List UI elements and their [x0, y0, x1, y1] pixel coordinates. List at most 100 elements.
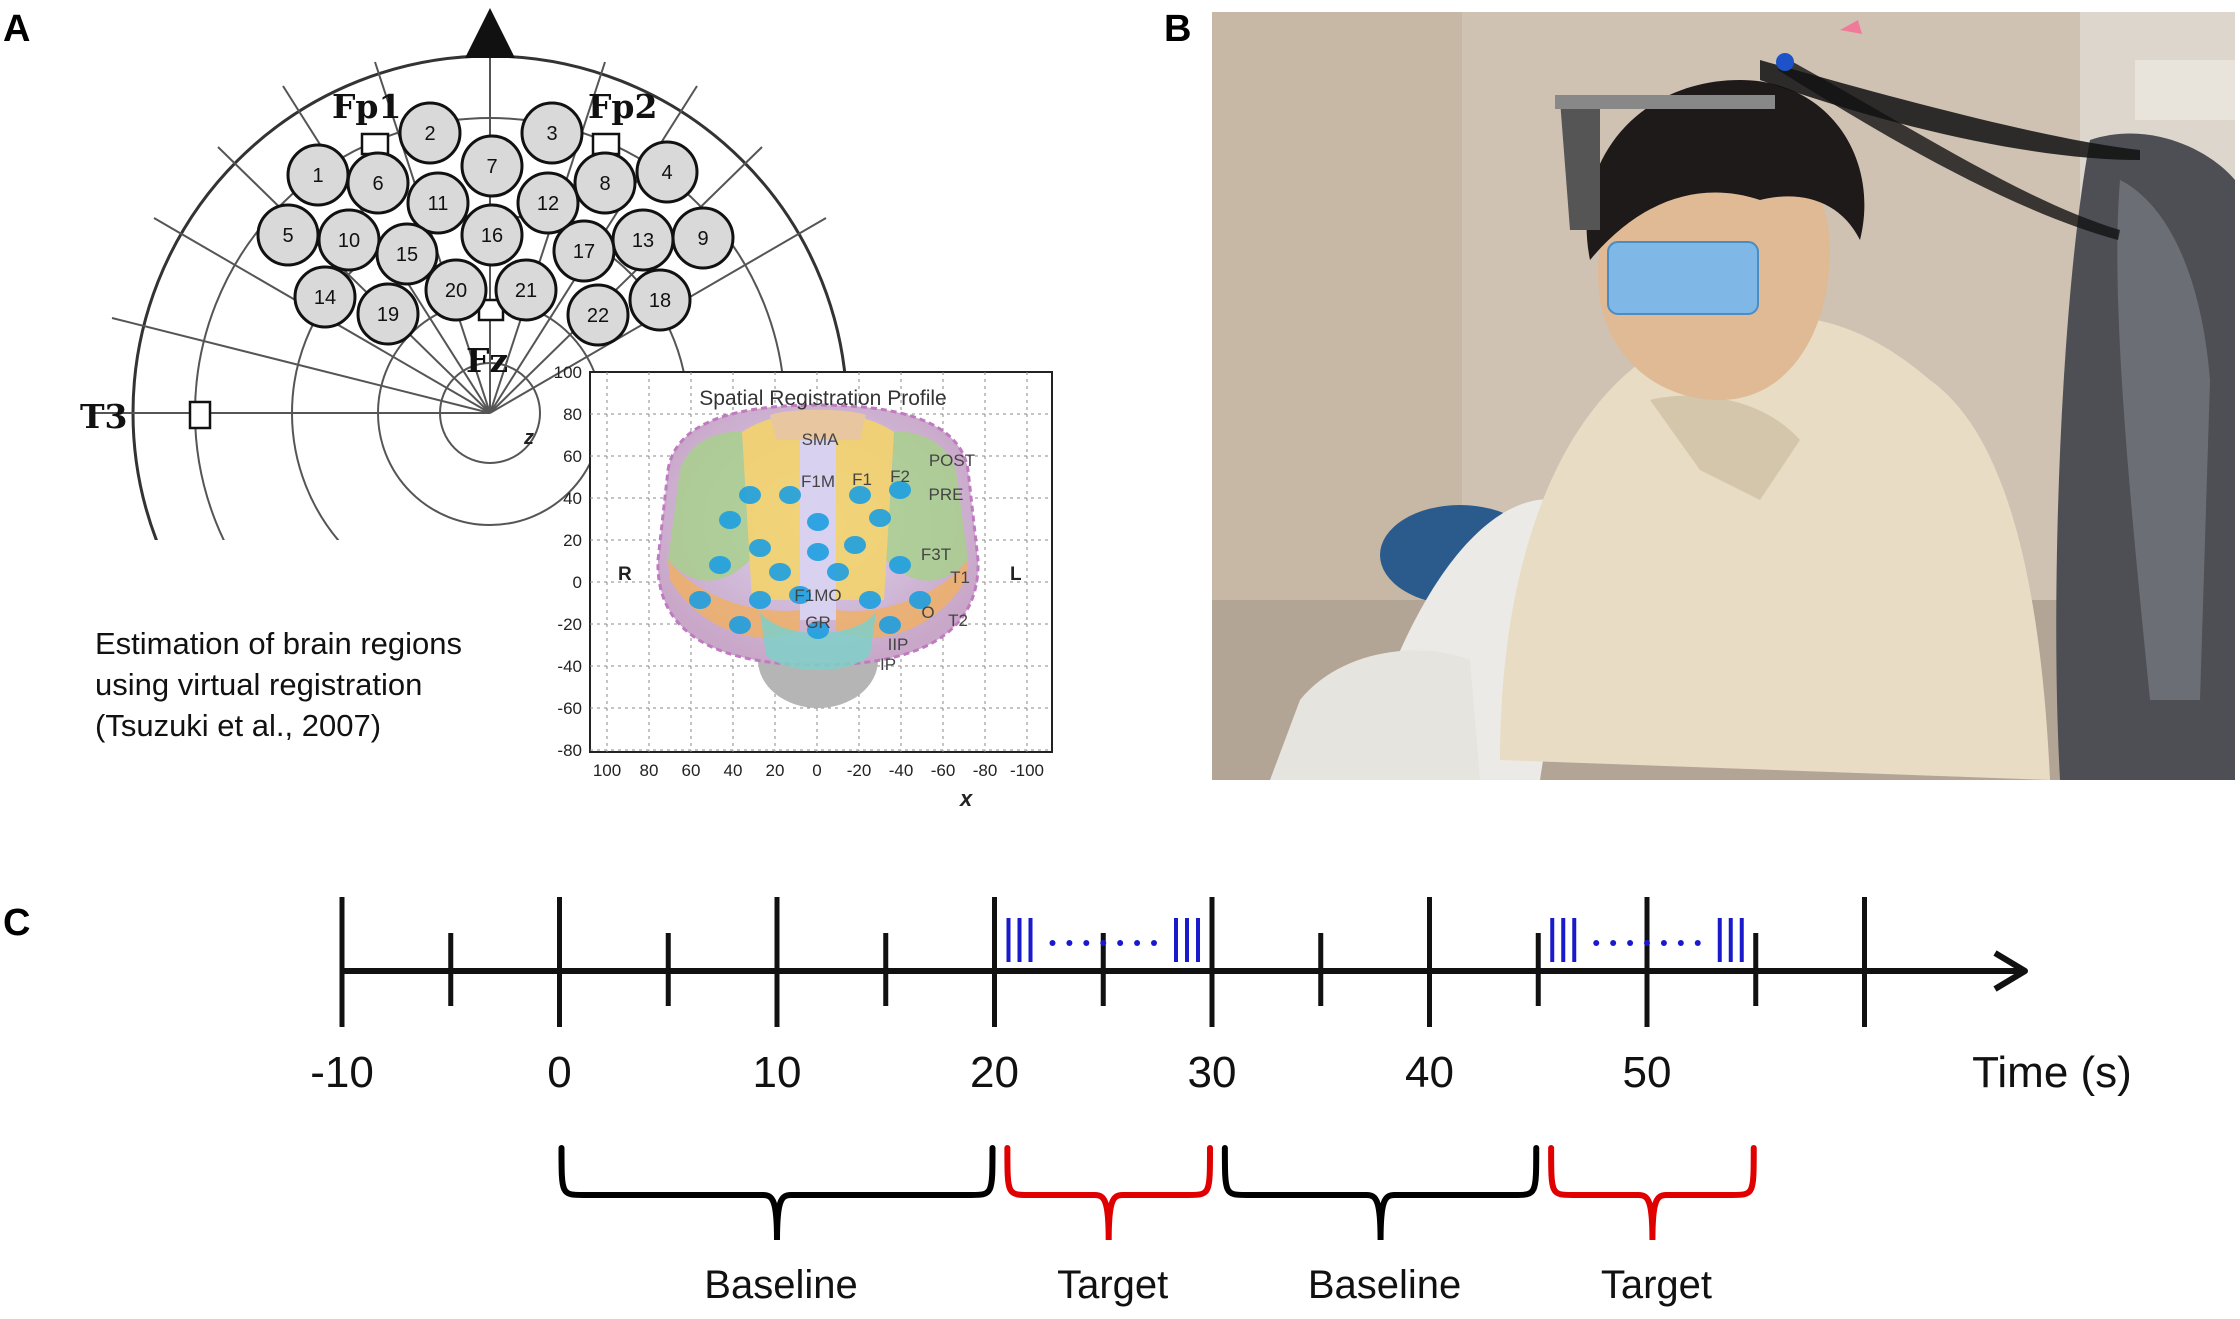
side-right-label: R [618, 564, 632, 585]
channel-6: 6 [346, 151, 410, 215]
channel-15: 15 [375, 222, 439, 286]
channel-18: 18 [628, 268, 692, 332]
z-tick-label: 0 [573, 573, 582, 592]
region-label-f1mo: F1MO [794, 586, 841, 605]
x-tick-label: 100 [593, 761, 621, 780]
brain-illustration [656, 403, 980, 708]
svg-text:9: 9 [697, 228, 708, 250]
svg-text:6: 6 [372, 173, 383, 195]
panel-label-b: B [1164, 8, 1192, 50]
z-tick-label: 40 [563, 489, 582, 508]
time-tick-label: 40 [1405, 1048, 1454, 1097]
fz-label: Fz [466, 341, 508, 380]
channel-11: 11 [406, 171, 470, 235]
time-tick-label: 10 [753, 1048, 802, 1097]
x-tick-label: 20 [766, 761, 785, 780]
channel-21: 21 [494, 258, 558, 322]
region-label-pre: PRE [929, 485, 964, 504]
time-axis-arrowhead [1993, 950, 2028, 992]
svg-text:19: 19 [377, 304, 399, 326]
channel-2: 2 [398, 101, 462, 165]
svg-text:17: 17 [573, 241, 595, 263]
region-label-sma: SMA [802, 430, 840, 449]
svg-text:15: 15 [396, 244, 418, 266]
caption-line-3: (Tsuzuki et al., 2007) [95, 708, 382, 743]
z-axis-label: z [523, 427, 534, 449]
z-tick-label: -20 [557, 615, 582, 634]
region-label-o: O [921, 603, 934, 622]
t3-marker [188, 400, 212, 430]
time-tick-label: -10 [310, 1048, 374, 1097]
svg-text:21: 21 [515, 280, 537, 302]
stimulus-train [1550, 918, 1744, 962]
svg-text:22: 22 [587, 305, 609, 327]
svg-text:8: 8 [599, 173, 610, 195]
channel-20: 20 [424, 258, 488, 322]
channel-12: 12 [516, 171, 580, 235]
time-tick-label: 30 [1188, 1048, 1237, 1097]
channel-22: 22 [566, 283, 630, 347]
fp2-label: Fp2 [588, 87, 657, 126]
fp1-label: Fp1 [332, 87, 401, 126]
channel-9: 9 [671, 206, 735, 270]
svg-text:11: 11 [428, 193, 449, 215]
x-tick-label: -60 [931, 761, 956, 780]
z-tick-label: 60 [563, 447, 582, 466]
profile-title: Spatial Registration Profile [699, 387, 946, 410]
channel-3: 3 [520, 101, 584, 165]
svg-text:14: 14 [314, 287, 336, 309]
x-tick-label: 60 [682, 761, 701, 780]
svg-text:13: 13 [632, 230, 654, 252]
period-label: Baseline [1308, 1263, 1461, 1307]
fp2-marker [591, 132, 621, 156]
period-brace [1004, 1145, 1213, 1241]
svg-text:4: 4 [661, 162, 672, 184]
caption-line-1: Estimation of brain regions [95, 626, 463, 661]
svg-text:10: 10 [338, 230, 360, 252]
svg-text:2: 2 [424, 123, 435, 145]
svg-text:18: 18 [649, 290, 671, 312]
channel-5: 5 [256, 203, 320, 267]
region-label-ip: IP [880, 655, 896, 674]
period-label: Baseline [704, 1263, 857, 1307]
period-label: Target [1057, 1263, 1168, 1307]
x-tick-label: 0 [812, 761, 821, 780]
channel-7: 7 [460, 134, 524, 198]
region-label-t2: T2 [948, 611, 968, 630]
channel-19: 19 [356, 282, 420, 346]
region-label-gr: GR [805, 613, 831, 632]
x-tick-label: -100 [1010, 761, 1044, 780]
channel-17: 17 [552, 219, 616, 283]
subject-photo [1212, 12, 2235, 781]
z-tick-label: 100 [554, 363, 582, 382]
svg-text:7: 7 [486, 156, 497, 178]
period-brace [558, 1145, 996, 1241]
channel-4: 4 [635, 140, 699, 204]
fp1-marker [360, 132, 390, 156]
registration-caption: Estimation of brain regions using virtua… [95, 623, 462, 746]
x-tick-label: -80 [973, 761, 998, 780]
time-tick-label: 20 [970, 1048, 1019, 1097]
x-tick-label: -20 [847, 761, 872, 780]
svg-text:12: 12 [537, 193, 559, 215]
time-axis-label: Time (s) [1972, 1048, 2132, 1097]
channel-8: 8 [573, 151, 637, 215]
x-tick-label: 80 [640, 761, 659, 780]
panel-label-a: A [3, 8, 31, 50]
svg-text:16: 16 [481, 225, 503, 247]
panel-label-c: C [3, 902, 31, 944]
svg-text:20: 20 [445, 280, 467, 302]
side-left-label: L [1010, 564, 1022, 585]
x-axis-label: x [959, 786, 973, 811]
period-brace [1548, 1145, 1757, 1241]
z-tick-label: -60 [557, 699, 582, 718]
region-label-iip: IIP [888, 635, 909, 654]
region-label-f3t: F3T [921, 545, 951, 564]
period-brace [1221, 1145, 1540, 1241]
time-tick-label: 50 [1623, 1048, 1672, 1097]
period-label: Target [1601, 1263, 1712, 1307]
